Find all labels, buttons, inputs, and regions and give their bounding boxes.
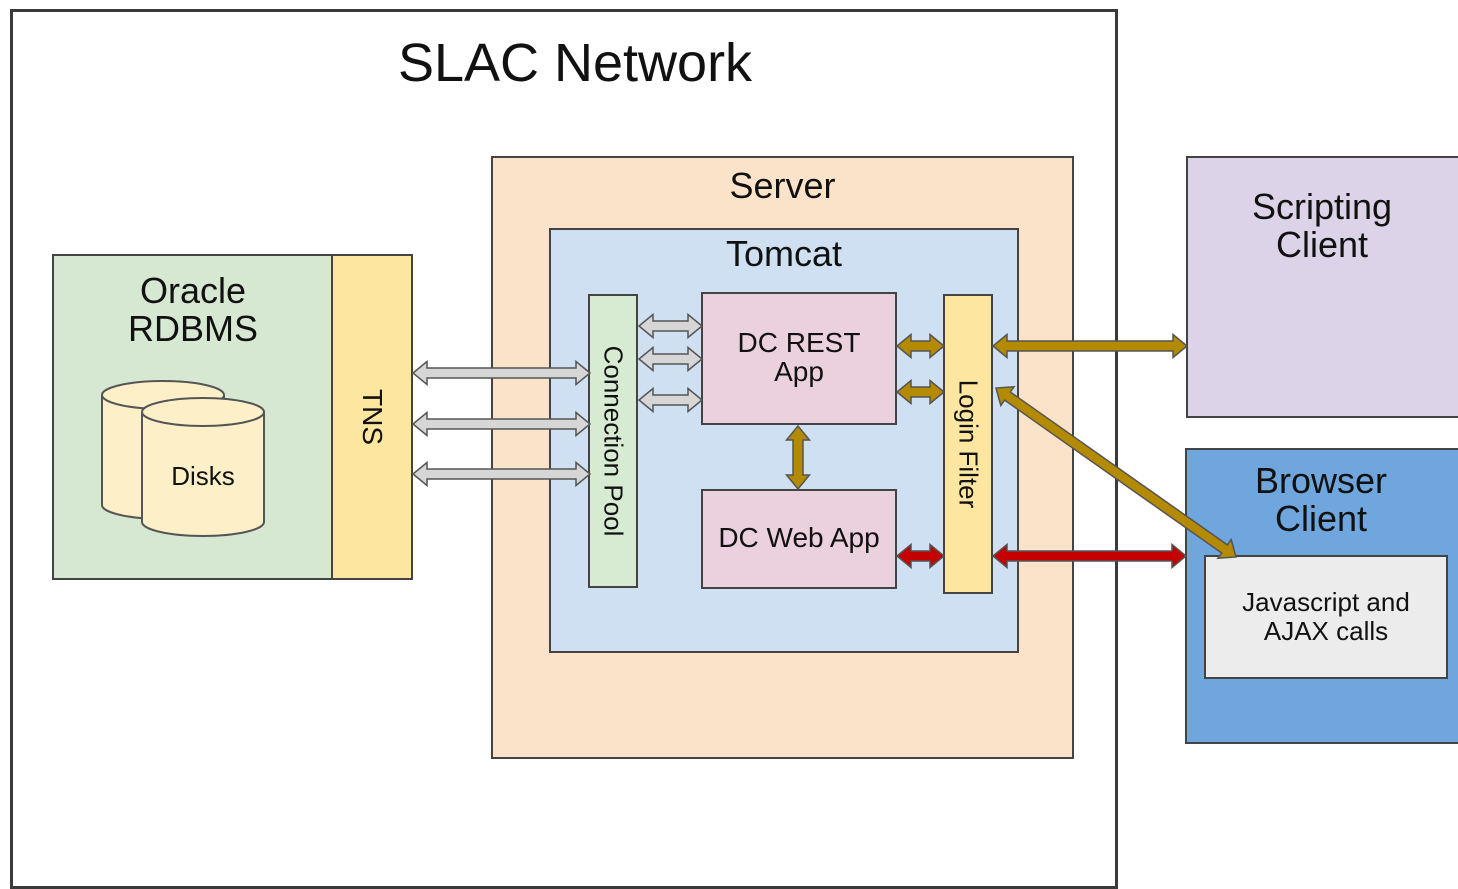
browser-client-line2: Client [1274, 497, 1368, 539]
dc-rest-app-label: DC REST App [701, 328, 897, 387]
browser-client-title: Browser Client [1185, 462, 1457, 538]
server-title: Server [729, 165, 836, 206]
oracle-title-line2: RDBMS [127, 307, 258, 349]
dc-web-app-box [701, 489, 897, 589]
pool-rest-arrow-2 [637, 345, 704, 373]
scripting-client-title: Scripting Client [1186, 188, 1458, 264]
rest-login-arrow-2 [895, 378, 946, 406]
rest-login-arrow-1 [895, 332, 946, 360]
javascript-ajax-label: Javascript and AJAX calls [1204, 588, 1448, 645]
javascript-ajax-box [1204, 555, 1448, 679]
login-browser-arrow [991, 542, 1188, 570]
javascript-ajax-line1: Javascript and [1242, 587, 1410, 617]
scripting-client-line2: Client [1275, 223, 1369, 265]
login-ajax-arrow [995, 385, 1237, 560]
javascript-ajax-line2: AJAX calls [1263, 615, 1389, 646]
scripting-client-line1: Scripting [1251, 186, 1393, 227]
arrow-layer [411, 312, 1237, 570]
dc-rest-app-line1: DC REST [737, 327, 861, 358]
tns-pool-arrow-2 [411, 410, 592, 438]
web-login-arrow [895, 542, 946, 570]
tns-pool-arrow-1 [411, 359, 592, 387]
disks-label: Disks [171, 461, 235, 491]
connection-pool-box [588, 294, 638, 588]
dc-web-app-label: DC Web App [718, 522, 880, 553]
rest-web-arrow [784, 424, 812, 491]
pool-rest-arrow-3 [637, 386, 704, 414]
pool-rest-arrow-1 [637, 312, 704, 340]
login-scripting-arrow [991, 332, 1189, 360]
login-filter-box [943, 294, 993, 594]
scripting-client-box [1186, 156, 1458, 418]
tomcat-title: Tomcat [725, 233, 843, 274]
disks-icon: Disks [101, 380, 265, 537]
network-title: SLAC Network [397, 33, 753, 93]
tns-box [331, 254, 413, 580]
oracle-title-line1: Oracle [139, 270, 247, 311]
tns-pool-arrow-3 [411, 460, 592, 488]
oracle-title: Oracle RDBMS [52, 272, 334, 348]
browser-client-line1: Browser [1254, 460, 1388, 501]
dc-rest-app-line2: App [774, 356, 824, 388]
